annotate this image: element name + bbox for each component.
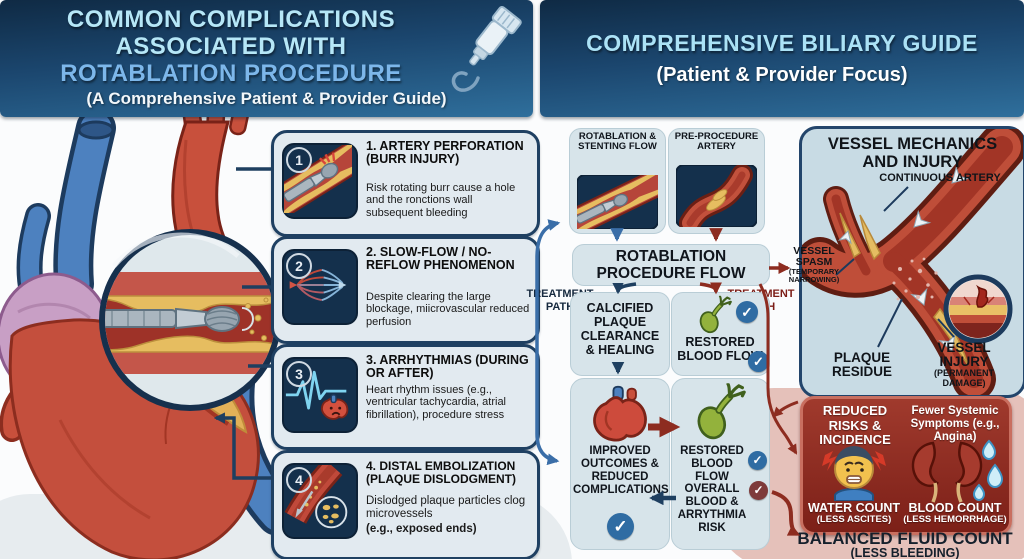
microvascular-flow-icon: 2: [282, 249, 358, 325]
reduced-risks-panel: REDUCED RISKS & INCIDENCE Fewer Systemic…: [800, 396, 1012, 535]
kidneys-icon: [911, 439, 1003, 503]
complication-item-4: 4 4. DISTAL EMBOLIZATION (PLAQUE DISLODG…: [271, 450, 540, 559]
check-icon-dark: ✓: [749, 481, 768, 500]
rotablation-stenting-image: [577, 175, 658, 229]
reduced-risks-title: REDUCED RISKS & INCIDENCE: [819, 403, 891, 448]
restored-blood-flow-label-bottom: RESTORED BLOOD FLOW: [680, 445, 744, 483]
vessel-bifurcation-illustration: [802, 129, 1023, 395]
complication-item-1: 1 1. ARTERY PERFORATION (BURR INJURY) Ri…: [268, 130, 540, 237]
header-left-line2: ASSOCIATED WITH: [115, 33, 347, 60]
card-label: PRE-PROCEDURE ARTERY: [674, 131, 759, 153]
calcified-plaque-label: CALCIFIED PLAQUE CLEARANCE & HEALING: [580, 301, 660, 357]
heart-illustration: [0, 112, 290, 559]
embolization-icon: 4: [282, 458, 358, 539]
complication-title: 4. DISTAL EMBOLIZATION (PLAQUE DISLODGME…: [366, 459, 516, 486]
header-right-title: COMPREHENSIVE BILIARY GUIDE: [586, 30, 978, 56]
complication-number-badge: 3: [286, 361, 312, 387]
calcified-plaque-box: CALCIFIED PLAQUE CLEARANCE & HEALING: [570, 292, 670, 376]
header-left-subtitle: (A Comprehensive Patient & Provider Guid…: [86, 89, 447, 108]
check-icon: ✓: [748, 451, 767, 470]
rotablation-procedure-flow-label: ROTABLATION PROCEDURE FLOW: [596, 248, 746, 283]
vessel-title-line1: VESSEL MECHANICS: [827, 135, 998, 153]
improved-outcomes-box: IMPROVED OUTCOMES & REDUCED COMPLICATION…: [570, 378, 670, 550]
burr-perforation-icon: 1: [268, 139, 368, 219]
rotablation-device-icon: [451, 6, 522, 92]
ecg-heart-icon: 3: [282, 357, 358, 433]
rotablation-procedure-flow-box: ROTABLATION PROCEDURE FLOW: [572, 244, 770, 286]
card-label: ROTABLATION & STENTING FLOW: [578, 131, 657, 153]
water-count-sub: (LESS ASCITES): [816, 514, 892, 525]
vessel-spasm-title: VESSEL SPASM: [793, 245, 835, 269]
restored-blood-flow-box-top: ✓ RESTORED BLOOD FLOW ✓: [671, 292, 770, 376]
vessel-mechanics-panel: VESSEL MECHANICS AND INJURY CONTINUOUS A…: [789, 126, 1024, 398]
header-right: COMPREHENSIVE BILIARY GUIDE (Patient & P…: [540, 0, 1024, 117]
balanced-fluid-title: BALANCED FLUID COUNT: [797, 529, 1013, 548]
complication-number-badge: 1: [286, 147, 312, 173]
vessel-injury-title: VESSEL INJURY: [937, 340, 991, 370]
water-count-label: WATER COUNT: [807, 501, 901, 515]
vessel-panel-title: VESSEL MECHANICS AND INJURY: [802, 135, 1023, 172]
complication-number-badge: 4: [286, 467, 312, 493]
check-icon: ✓: [748, 351, 769, 372]
plaque-residue-label: PLAQUE RESIDUE: [831, 350, 892, 380]
fewer-symptoms-label: Fewer Systemic Symptoms (e.g., Angina): [910, 405, 1000, 443]
complication-desc-bold: (e.g., exposed ends): [366, 523, 477, 535]
vessel-title-line2: AND INJURY: [862, 152, 963, 171]
complication-desc: Despite clearing the large blockage, mii…: [366, 291, 530, 328]
pre-procedure-artery-card: PRE-PROCEDURE ARTERY: [668, 128, 765, 234]
header-right-subtitle: (Patient & Provider Focus): [656, 64, 908, 86]
complication-item-3: 3 3. ARRHYTHMIAS (DURING OR AFTER) Heart…: [271, 344, 540, 450]
gallbladder-icon-large: [692, 383, 746, 441]
gallbladder-icon: [696, 295, 732, 335]
continuous-artery-label: CONTINUOUS ARTERY: [879, 172, 1001, 184]
header-left: COMMON COMPLICATIONS ASSOCIATED WITH ROT…: [0, 0, 533, 117]
complication-desc: Dislodged plaque particles clog microves…: [366, 495, 526, 520]
complication-desc: Risk rotating burr cause a hole and the …: [366, 182, 516, 219]
restored-overall-box: RESTORED BLOOD FLOW ✓ OVERALL BLOOD & AR…: [671, 378, 770, 550]
vessel-injury-sub: (PERMANENT DAMAGE): [934, 368, 994, 388]
restored-blood-flow-label-top: RESTORED BLOOD FLOW: [677, 335, 763, 363]
overall-blood-arrythmia-label: OVERALL BLOOD & ARRYTHMIA RISK: [677, 483, 747, 534]
complication-title: 2. SLOW-FLOW / NO-REFLOW PHENOMENON: [366, 245, 515, 273]
vessel-spasm-label: VESSEL SPASM (TEMPORARY NARROWING): [779, 245, 849, 284]
complication-item-2: 2 2. SLOW-FLOW / NO-REFLOW PHENOMENON De…: [271, 236, 540, 344]
check-icon: ✓: [607, 513, 634, 540]
vessel-spasm-sub: (TEMPORARY NARROWING): [788, 267, 840, 284]
pre-procedure-artery-image: [676, 165, 757, 227]
worried-patient-icon: [822, 446, 886, 501]
vessel-injury-label: VESSEL INJURY (PERMANENT DAMAGE): [918, 340, 1010, 388]
improved-outcomes-label: IMPROVED OUTCOMES & REDUCED COMPLICATION…: [573, 445, 669, 496]
header-left-line1: COMMON COMPLICATIONS: [66, 6, 396, 33]
complication-desc: Heart rhythm issues (e.g., ventricular t…: [366, 384, 507, 421]
header-left-line3: ROTABLATION PROCEDURE: [60, 60, 402, 87]
complication-title: 3. ARRHYTHMIAS (DURING OR AFTER): [366, 353, 529, 381]
complication-title: 1. ARTERY PERFORATION (BURR INJURY): [366, 139, 524, 167]
balanced-fluid-sub: (LESS BLEEDING): [850, 546, 960, 559]
heart-mini-icon: [587, 383, 653, 443]
rotablation-stenting-flow-card: ROTABLATION & STENTING FLOW: [569, 128, 666, 234]
check-icon: ✓: [736, 301, 758, 323]
blood-count-sub: (LESS HEMORRHAGE): [903, 514, 1007, 525]
complication-number-badge: 2: [286, 253, 312, 279]
blood-count-label: BLOOD COUNT: [908, 501, 1002, 515]
